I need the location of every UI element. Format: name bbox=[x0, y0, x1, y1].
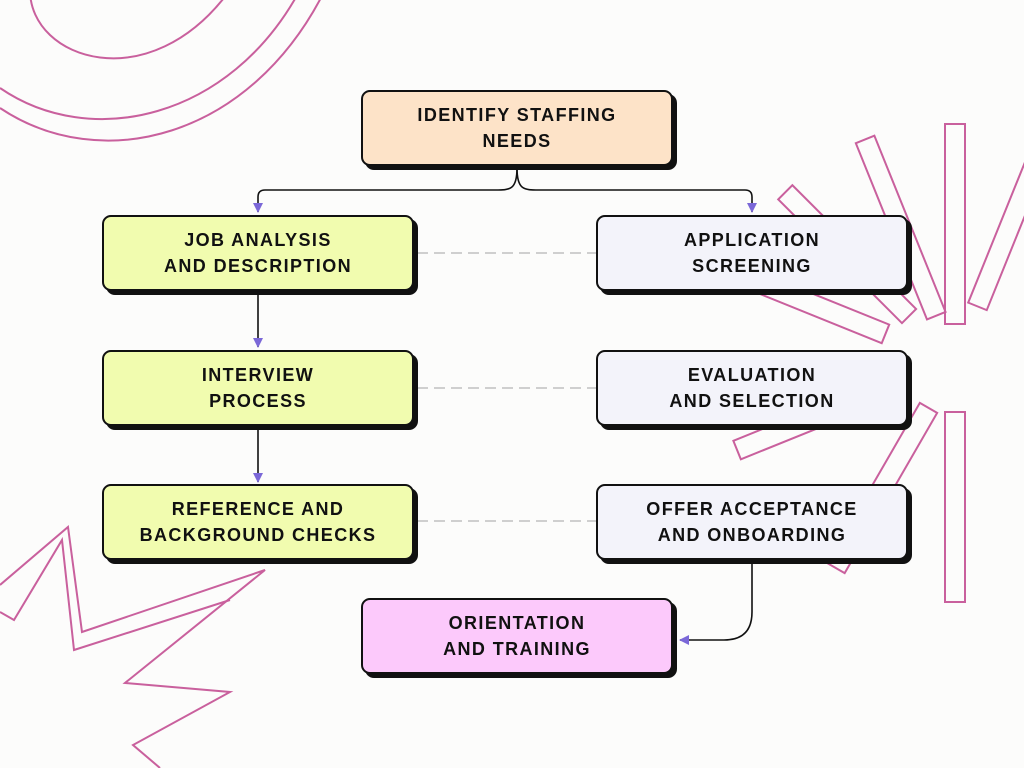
node-label: OFFER ACCEPTANCE AND ONBOARDING bbox=[646, 499, 858, 545]
decorative-arc bbox=[0, 0, 321, 142]
decorative-ray bbox=[944, 123, 966, 325]
decorative-zigzag bbox=[0, 525, 266, 768]
decorative-arc bbox=[0, 0, 296, 121]
node-application-screening: APPLICATION SCREENING bbox=[596, 215, 908, 291]
decorative-ray bbox=[966, 134, 1024, 312]
node-label: REFERENCE AND BACKGROUND CHECKS bbox=[139, 499, 377, 545]
node-interview-process: INTERVIEW PROCESS bbox=[102, 350, 414, 426]
decorative-ray bbox=[944, 411, 966, 603]
connector-offer-to-orientation bbox=[679, 564, 753, 645]
node-label: EVALUATION AND SELECTION bbox=[669, 365, 835, 411]
node-job-analysis: JOB ANALYSIS AND DESCRIPTION bbox=[102, 215, 414, 291]
node-identify-staffing-needs: IDENTIFY STAFFING NEEDS bbox=[361, 90, 673, 166]
decorative-arc bbox=[29, 0, 224, 60]
decorative-zigzag bbox=[0, 536, 231, 652]
node-label: IDENTIFY STAFFING NEEDS bbox=[417, 105, 617, 151]
connector-identify-to-job-analysis bbox=[253, 167, 518, 213]
node-label: JOB ANALYSIS AND DESCRIPTION bbox=[163, 230, 352, 276]
node-offer-onboarding: OFFER ACCEPTANCE AND ONBOARDING bbox=[596, 484, 908, 560]
node-label: INTERVIEW PROCESS bbox=[201, 365, 315, 411]
connector-identify-to-application bbox=[516, 167, 757, 213]
node-orientation-training: ORIENTATION AND TRAINING bbox=[361, 598, 673, 674]
node-reference-background: REFERENCE AND BACKGROUND CHECKS bbox=[102, 484, 414, 560]
node-label: ORIENTATION AND TRAINING bbox=[443, 613, 591, 659]
node-evaluation-selection: EVALUATION AND SELECTION bbox=[596, 350, 908, 426]
node-label: APPLICATION SCREENING bbox=[683, 230, 821, 276]
